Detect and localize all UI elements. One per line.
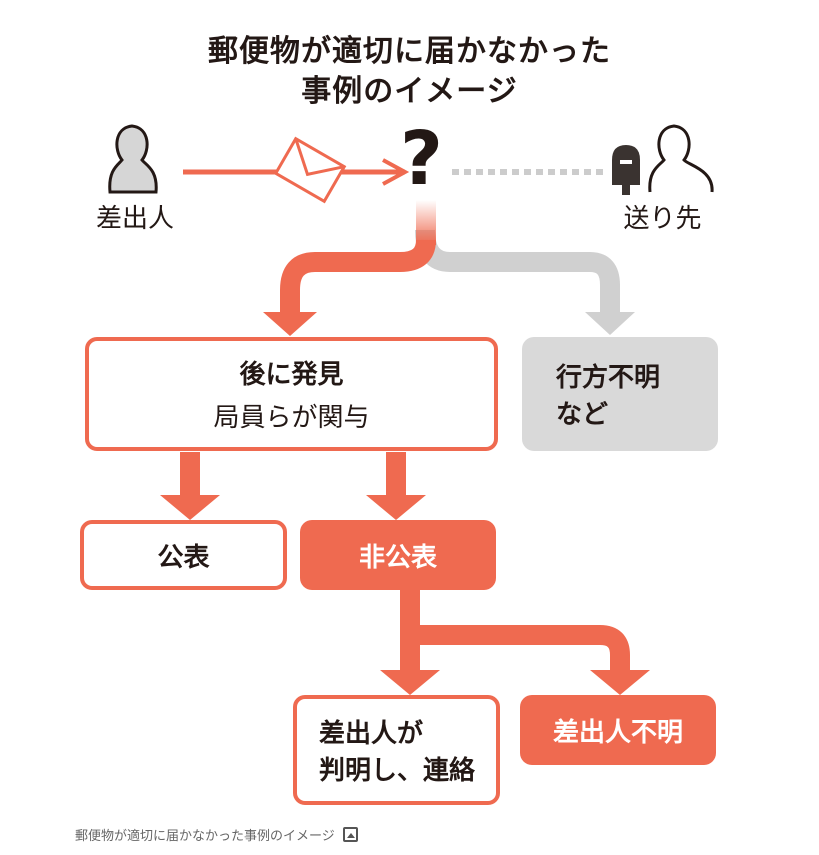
missing-box-line-2: など bbox=[556, 400, 609, 430]
sender-identified-box: 差出人が 判明し、連絡 bbox=[293, 695, 500, 805]
found-later-box: 後に発見 局員らが関与 bbox=[85, 337, 498, 451]
nonpublic-box: 非公表 bbox=[300, 520, 496, 590]
found-box-line-2: 局員らが関与 bbox=[213, 403, 370, 433]
caption-text: 郵便物が適切に届かなかった事例のイメージ bbox=[75, 829, 335, 844]
image-icon[interactable] bbox=[342, 827, 358, 842]
sender-label: 差出人 bbox=[95, 204, 174, 234]
send-arrow-head bbox=[382, 158, 410, 186]
identified-box-line-1: 差出人が bbox=[319, 719, 424, 749]
gray-branch-arrow bbox=[415, 229, 620, 315]
found-box-line-1: 後に発見 bbox=[239, 360, 344, 390]
public-box: 公表 bbox=[80, 520, 287, 590]
sender-person-icon bbox=[108, 124, 158, 194]
red-branch-arrow bbox=[280, 239, 436, 315]
missing-box: 行方不明 など bbox=[522, 337, 718, 451]
mailbox-icon bbox=[612, 145, 640, 195]
sender-unknown-box: 差出人不明 bbox=[520, 695, 716, 765]
identified-box-line-2: 判明し、連絡 bbox=[319, 756, 476, 786]
image-caption: 郵便物が適切に届かなかった事例のイメージ bbox=[75, 825, 358, 844]
title-line-2: 事例のイメージ bbox=[301, 74, 518, 109]
recipient-label: 送り先 bbox=[623, 204, 702, 234]
missing-box-line-1: 行方不明 bbox=[556, 363, 661, 393]
question-mark: ? bbox=[400, 116, 443, 202]
envelope-icon bbox=[273, 136, 347, 204]
recipient-person-icon bbox=[648, 124, 714, 193]
title-line-1: 郵便物が適切に届かなかった bbox=[208, 34, 611, 69]
